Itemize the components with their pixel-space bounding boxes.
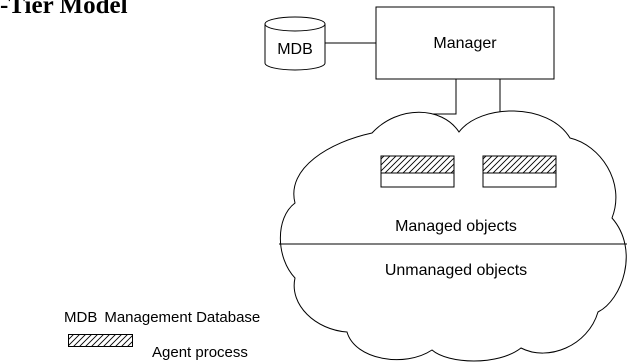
agent-process-right [482, 155, 557, 188]
agent-process-left [380, 155, 455, 188]
mdb-database: MDB [264, 16, 326, 71]
mdb-label: MDB [277, 41, 313, 58]
diagram-title: -Tier Model [0, 0, 128, 19]
unmanaged-objects-label: Unmanaged objects [385, 262, 527, 279]
agent-hatch-swatch [68, 334, 133, 347]
legend-mdb: MDB Management Database [64, 309, 260, 326]
manager-label: Manager [433, 35, 497, 52]
objects-cloud [279, 110, 627, 362]
managed-objects-label: Managed objects [395, 218, 517, 235]
legend-agent-label: Agent process [152, 344, 248, 361]
manager-box: Manager [375, 6, 555, 80]
legend-mdb-description: Management Database [104, 309, 261, 326]
legend-mdb-abbr: MDB [64, 309, 98, 326]
